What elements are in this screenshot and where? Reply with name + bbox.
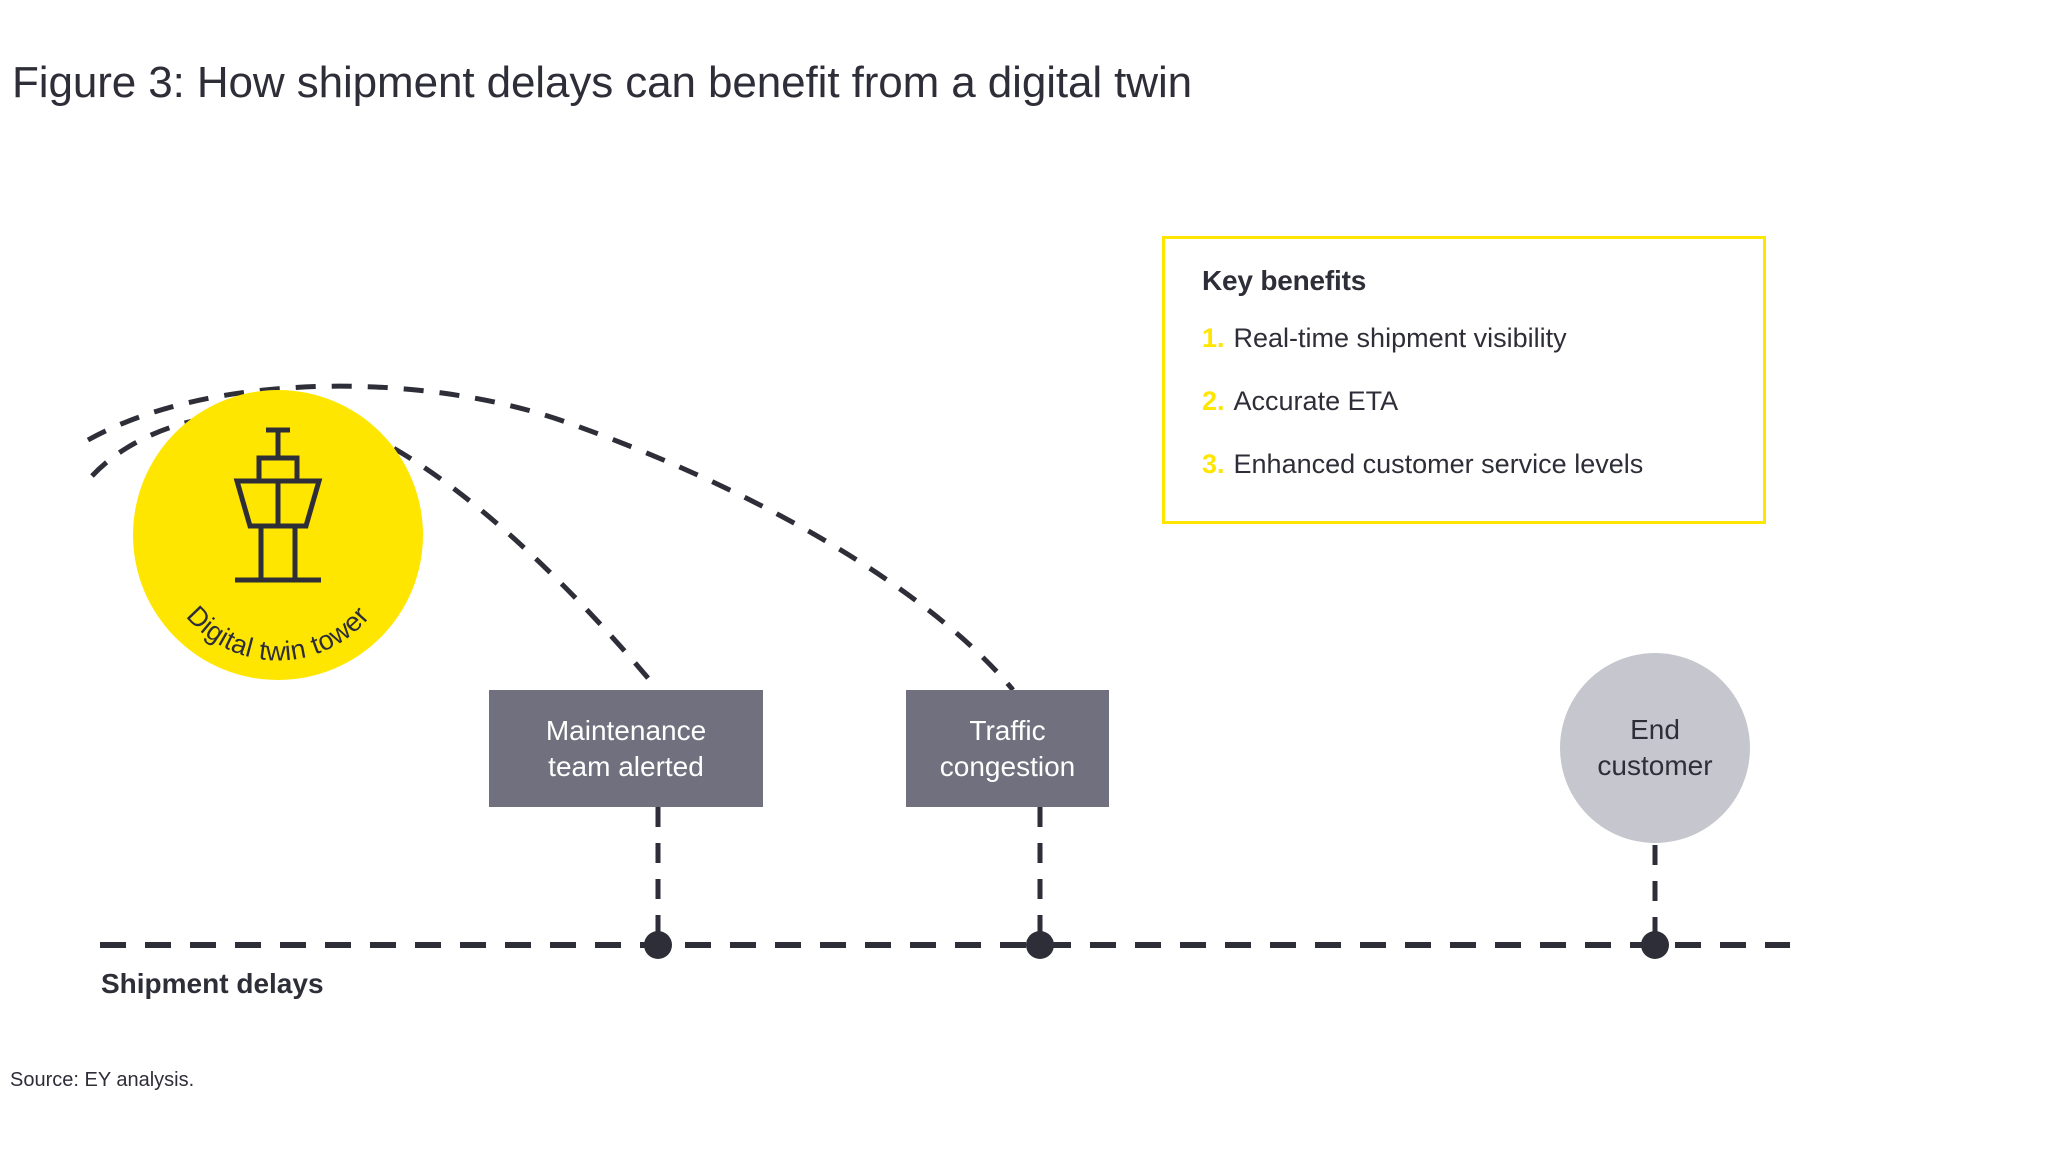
key-benefit-text-3: Enhanced customer service levels xyxy=(1233,449,1644,479)
stage-maintenance-line2: team alerted xyxy=(548,750,704,782)
timeline-dot-endcustomer xyxy=(1641,931,1669,959)
stage-maintenance-label: Maintenance team alerted xyxy=(546,713,706,785)
source-note: Source: EY analysis. xyxy=(10,1069,195,1091)
stage-traffic-line2: congestion xyxy=(939,750,1076,782)
control-tower-icon xyxy=(233,427,323,583)
end-customer-node[interactable]: End customer xyxy=(1560,653,1750,843)
end-customer-line2: customer xyxy=(1597,750,1713,781)
stage-traffic-label: Traffic congestion xyxy=(940,713,1075,785)
key-benefit-item-1: 1. Real-time shipment visibility xyxy=(1202,323,1749,386)
digital-twin-tower-label: Digital twin tower xyxy=(181,600,375,667)
digital-twin-tower-node[interactable]: Digital twin tower xyxy=(133,390,423,680)
key-benefits-list: 1. Real-time shipment visibility 2. Accu… xyxy=(1202,323,1749,512)
key-benefit-number-2: 2. xyxy=(1202,386,1225,416)
key-benefit-text-2: Accurate ETA xyxy=(1233,386,1399,416)
key-benefit-number-1: 1. xyxy=(1202,323,1225,353)
end-customer-line1: End xyxy=(1630,714,1680,746)
key-benefit-number-3: 3. xyxy=(1202,449,1225,479)
figure-title: Figure 3: How shipment delays can benefi… xyxy=(12,58,1193,107)
key-benefit-text-1: Real-time shipment visibility xyxy=(1233,323,1567,353)
key-benefit-item-3: 3. Enhanced customer service levels xyxy=(1202,449,1749,512)
stage-maintenance-team-alerted[interactable]: Maintenance team alerted xyxy=(489,690,763,807)
timeline-dot-traffic xyxy=(1026,931,1054,959)
stage-maintenance-line1: Maintenance xyxy=(545,714,707,746)
timeline-dot-maintenance xyxy=(644,931,672,959)
shipment-delays-label: Shipment delays xyxy=(101,968,324,999)
key-benefits-title: Key benefits xyxy=(1202,265,1367,296)
stage-traffic-congestion[interactable]: Traffic congestion xyxy=(906,690,1109,807)
key-benefit-item-2: 2. Accurate ETA xyxy=(1202,386,1749,449)
key-benefits-panel: Key benefits 1. Real-time shipment visib… xyxy=(1162,236,1766,524)
stage-traffic-line1: Traffic xyxy=(969,714,1046,746)
end-customer-label: End customer xyxy=(1597,712,1712,784)
svg-text:Digital twin tower: Digital twin tower xyxy=(181,600,375,667)
